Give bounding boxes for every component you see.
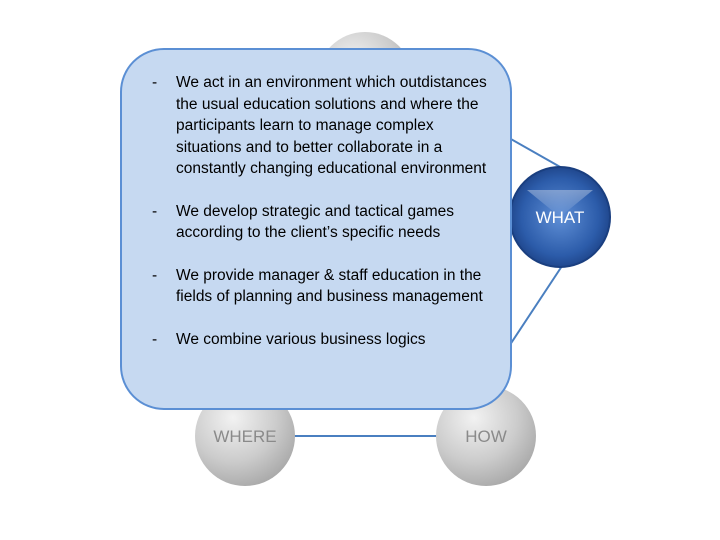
how-node-label: HOW bbox=[465, 427, 507, 446]
what-node: WHAT bbox=[509, 166, 611, 268]
what-node-label: WHAT bbox=[536, 208, 585, 227]
bullet-dash: - bbox=[152, 202, 158, 220]
list-item-text: We provide manager & staff education in … bbox=[176, 266, 483, 306]
where-node: WHERE bbox=[195, 386, 295, 486]
list-item: - We act in an environment which outdist… bbox=[152, 72, 490, 180]
list-item: - We combine various business logics bbox=[152, 329, 490, 351]
list-item: - We develop strategic and tactical game… bbox=[152, 201, 490, 244]
bullet-dash: - bbox=[152, 330, 158, 348]
list-item-text: We act in an environment which outdistan… bbox=[176, 74, 487, 177]
list-item: - We provide manager & staff education i… bbox=[152, 265, 490, 308]
where-node-label: WHERE bbox=[213, 427, 276, 446]
how-node: HOW bbox=[436, 386, 536, 486]
description-list: - We act in an environment which outdist… bbox=[152, 72, 490, 350]
list-item-text: We develop strategic and tactical games … bbox=[176, 202, 455, 242]
bullet-dash: - bbox=[152, 266, 158, 284]
description-callout: - We act in an environment which outdist… bbox=[120, 48, 512, 410]
list-item-text: We combine various business logics bbox=[176, 330, 426, 348]
bullet-dash: - bbox=[152, 74, 158, 91]
